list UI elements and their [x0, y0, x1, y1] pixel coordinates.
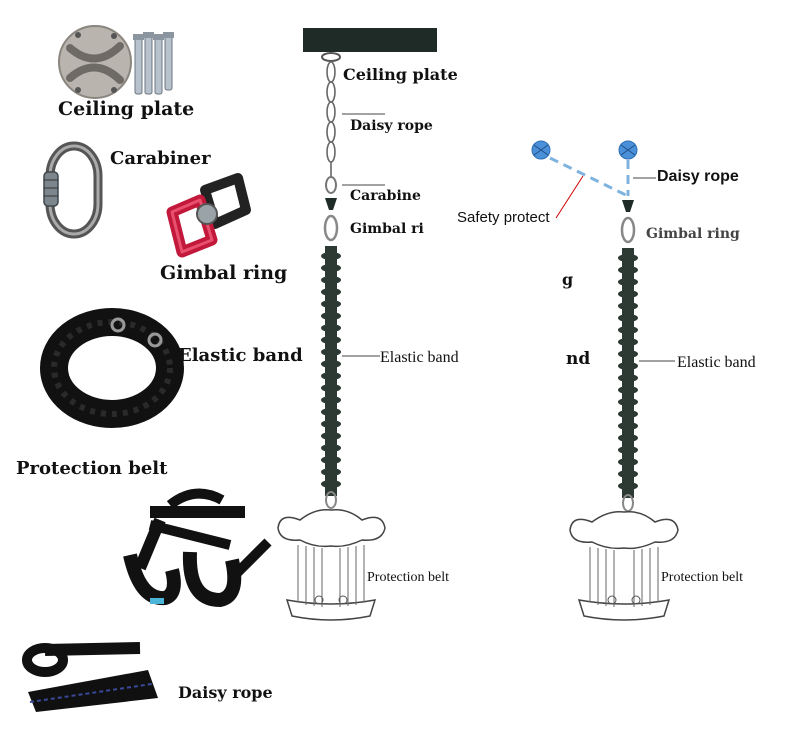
harness-strands: [297, 545, 365, 607]
band-ridge: [321, 468, 341, 476]
band-ridge: [321, 456, 341, 464]
harness-outline: [277, 508, 386, 621]
elastic-band-image: [40, 308, 184, 428]
double-anchor-assembly: [531, 140, 679, 621]
band-ridge: [618, 254, 638, 262]
ceiling-plate-image: [58, 25, 174, 99]
band-ridge: [321, 300, 341, 308]
diagram-label-carabiner: Carabine: [350, 188, 421, 204]
diagram2-clipped-label-nd: nd: [566, 349, 591, 369]
band-ridge: [321, 324, 341, 332]
band-ridge: [321, 360, 341, 368]
band-ridge: [618, 446, 638, 454]
pointer-lines: [342, 113, 385, 357]
diagram2-label-daisy-rope: Daisy rope: [657, 168, 739, 185]
band-ridge: [618, 410, 638, 418]
band-ridge: [618, 374, 638, 382]
band-ridge: [618, 362, 638, 370]
daisy-rope-image: [22, 642, 158, 712]
ceiling-eyelet: [321, 52, 341, 62]
gimbal-link: [323, 214, 339, 242]
band-ridge: [618, 386, 638, 394]
band-ridge: [321, 480, 341, 488]
band-ridge: [321, 372, 341, 380]
diagram-label-daisy-rope: Daisy rope: [350, 118, 433, 134]
band-ridge: [618, 266, 638, 274]
band-ridge: [618, 458, 638, 466]
band-ridge: [321, 432, 341, 440]
band-ridge: [321, 264, 341, 272]
band-ridge: [321, 288, 341, 296]
carabiner-image: [43, 141, 103, 239]
diagram-label-ceiling-plate: Ceiling plate: [343, 65, 458, 84]
band-ridge: [618, 326, 638, 334]
band-ridge: [321, 384, 341, 392]
lower-ring: [325, 491, 337, 509]
band-ridge: [618, 278, 638, 286]
diagram2-label-safety-protect: Safety protect: [457, 209, 550, 226]
band-ridge: [618, 314, 638, 322]
band-ridge: [618, 434, 638, 442]
band-ridge: [618, 422, 638, 430]
diagram-label-elastic-band: Elastic band: [380, 349, 459, 366]
label-daisy-rope: Daisy rope: [178, 683, 273, 702]
label-elastic-band: Elastic band: [178, 345, 303, 366]
swivel: [325, 198, 337, 210]
gimbal-ring-image: [166, 173, 251, 258]
band-ridge: [321, 252, 341, 260]
band-ridge: [321, 276, 341, 284]
band-ridge: [321, 408, 341, 416]
single-anchor-assembly: [277, 28, 437, 621]
band-ridge: [321, 348, 341, 356]
diagram2-label-elastic-band: Elastic band: [677, 354, 756, 371]
label-carabiner: Carabiner: [110, 148, 211, 169]
diagram2-label-gimbal-ring: Gimbal ring: [646, 226, 740, 242]
band-ridge: [321, 396, 341, 404]
carabiner-link: [325, 176, 337, 194]
band-ridge: [321, 312, 341, 320]
safety-pointer: [555, 175, 584, 219]
label-protection-belt: Protection belt: [16, 458, 168, 479]
band-ridge: [618, 470, 638, 478]
diagram-label-protection-belt: Protection belt: [367, 570, 450, 585]
protection-belt-image: [123, 488, 272, 608]
ceiling-bar: [303, 28, 437, 52]
band-ridge: [618, 302, 638, 310]
band-ridge: [321, 444, 341, 452]
band-ridge: [618, 482, 638, 490]
safety-line: [549, 156, 629, 198]
label-ceiling-plate: Ceiling plate: [58, 98, 195, 120]
diagram2-clipped-label-g: g: [562, 270, 574, 289]
label-gimbal-ring: Gimbal ring: [160, 262, 288, 284]
band-ridge: [618, 350, 638, 358]
diagram-label-gimbal-ring: Gimbal ri: [350, 221, 424, 237]
band-ridge: [321, 420, 341, 428]
diagram2-label-protection-belt: Protection belt: [661, 570, 744, 585]
band-ridge: [618, 338, 638, 346]
band-ridge: [618, 290, 638, 298]
band-ridge: [321, 336, 341, 344]
daisy-chain-links: [326, 61, 336, 178]
band-ridge: [618, 398, 638, 406]
